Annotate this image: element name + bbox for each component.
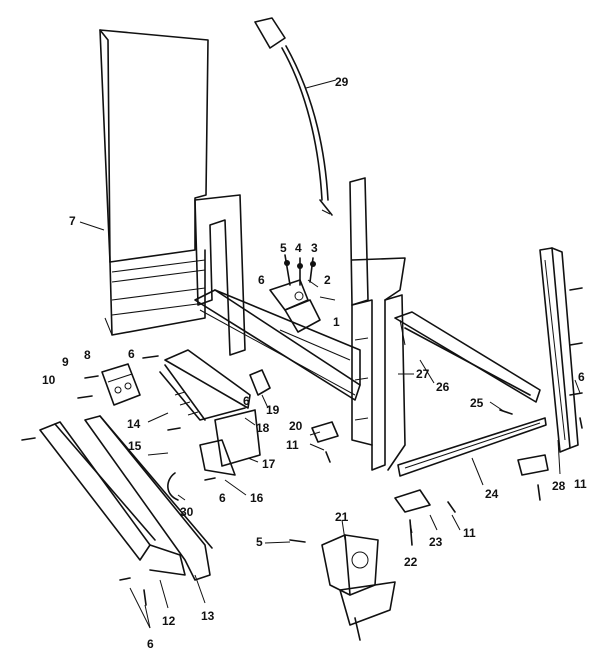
part-29-cord (254, 17, 333, 216)
part-24-bar (397, 417, 547, 477)
part-23-bracket (394, 454, 549, 513)
label-11-right: 11 (574, 477, 587, 491)
label-13: 13 (201, 609, 215, 623)
label-26: 26 (436, 380, 450, 394)
label-1: 1 (333, 315, 340, 329)
label-6-left: 6 (128, 347, 135, 361)
label-6-right: 6 (578, 370, 585, 384)
part-27-frame (349, 177, 406, 471)
label-2: 2 (324, 273, 331, 287)
label-11-mid: 11 (286, 438, 299, 452)
label-3: 3 (311, 241, 318, 255)
label-8: 8 (84, 348, 91, 362)
part-7-panel (99, 29, 209, 336)
label-25: 25 (470, 396, 484, 410)
label-16: 16 (250, 491, 264, 505)
label-30: 30 (180, 505, 194, 519)
label-12: 12 (162, 614, 176, 628)
part-21-motor (321, 534, 396, 641)
label-17: 17 (262, 457, 276, 471)
label-7: 7 (69, 214, 76, 228)
part-12-13-rails (39, 415, 213, 581)
label-11-bottom: 11 (463, 526, 476, 540)
part-crossbar (194, 194, 361, 401)
part-20-bracket (311, 421, 339, 443)
leader-lines (79, 79, 581, 629)
label-5-bottom: 5 (256, 535, 263, 549)
part-8-block (101, 363, 141, 406)
label-21: 21 (335, 510, 349, 524)
label-6-switch: 6 (258, 273, 265, 287)
label-19: 19 (266, 403, 280, 417)
label-4: 4 (295, 241, 302, 255)
label-15: 15 (128, 439, 142, 453)
callout-labels: 1 2 3 4 5 5 6 6 6 6 6 6 7 8 9 10 11 11 1… (42, 75, 587, 651)
part-1-2-switch (269, 254, 321, 333)
label-23: 23 (429, 535, 443, 549)
label-18: 18 (256, 421, 270, 435)
label-6-lower: 6 (219, 491, 226, 505)
screws (21, 287, 583, 606)
label-24: 24 (485, 487, 499, 501)
label-10: 10 (42, 373, 56, 387)
label-20: 20 (289, 419, 303, 433)
label-28: 28 (552, 479, 566, 493)
label-14: 14 (127, 417, 141, 431)
label-5-top: 5 (280, 241, 287, 255)
part-28-rail (539, 247, 579, 453)
label-22: 22 (404, 555, 418, 569)
label-6-mid: 6 (243, 394, 250, 408)
label-29: 29 (335, 75, 349, 89)
label-6-bottom: 6 (147, 637, 154, 651)
part-30-clip (167, 472, 179, 501)
label-9: 9 (62, 355, 69, 369)
label-27: 27 (416, 367, 430, 381)
part-18-bracket (159, 349, 271, 476)
part-26-bar (394, 311, 541, 403)
